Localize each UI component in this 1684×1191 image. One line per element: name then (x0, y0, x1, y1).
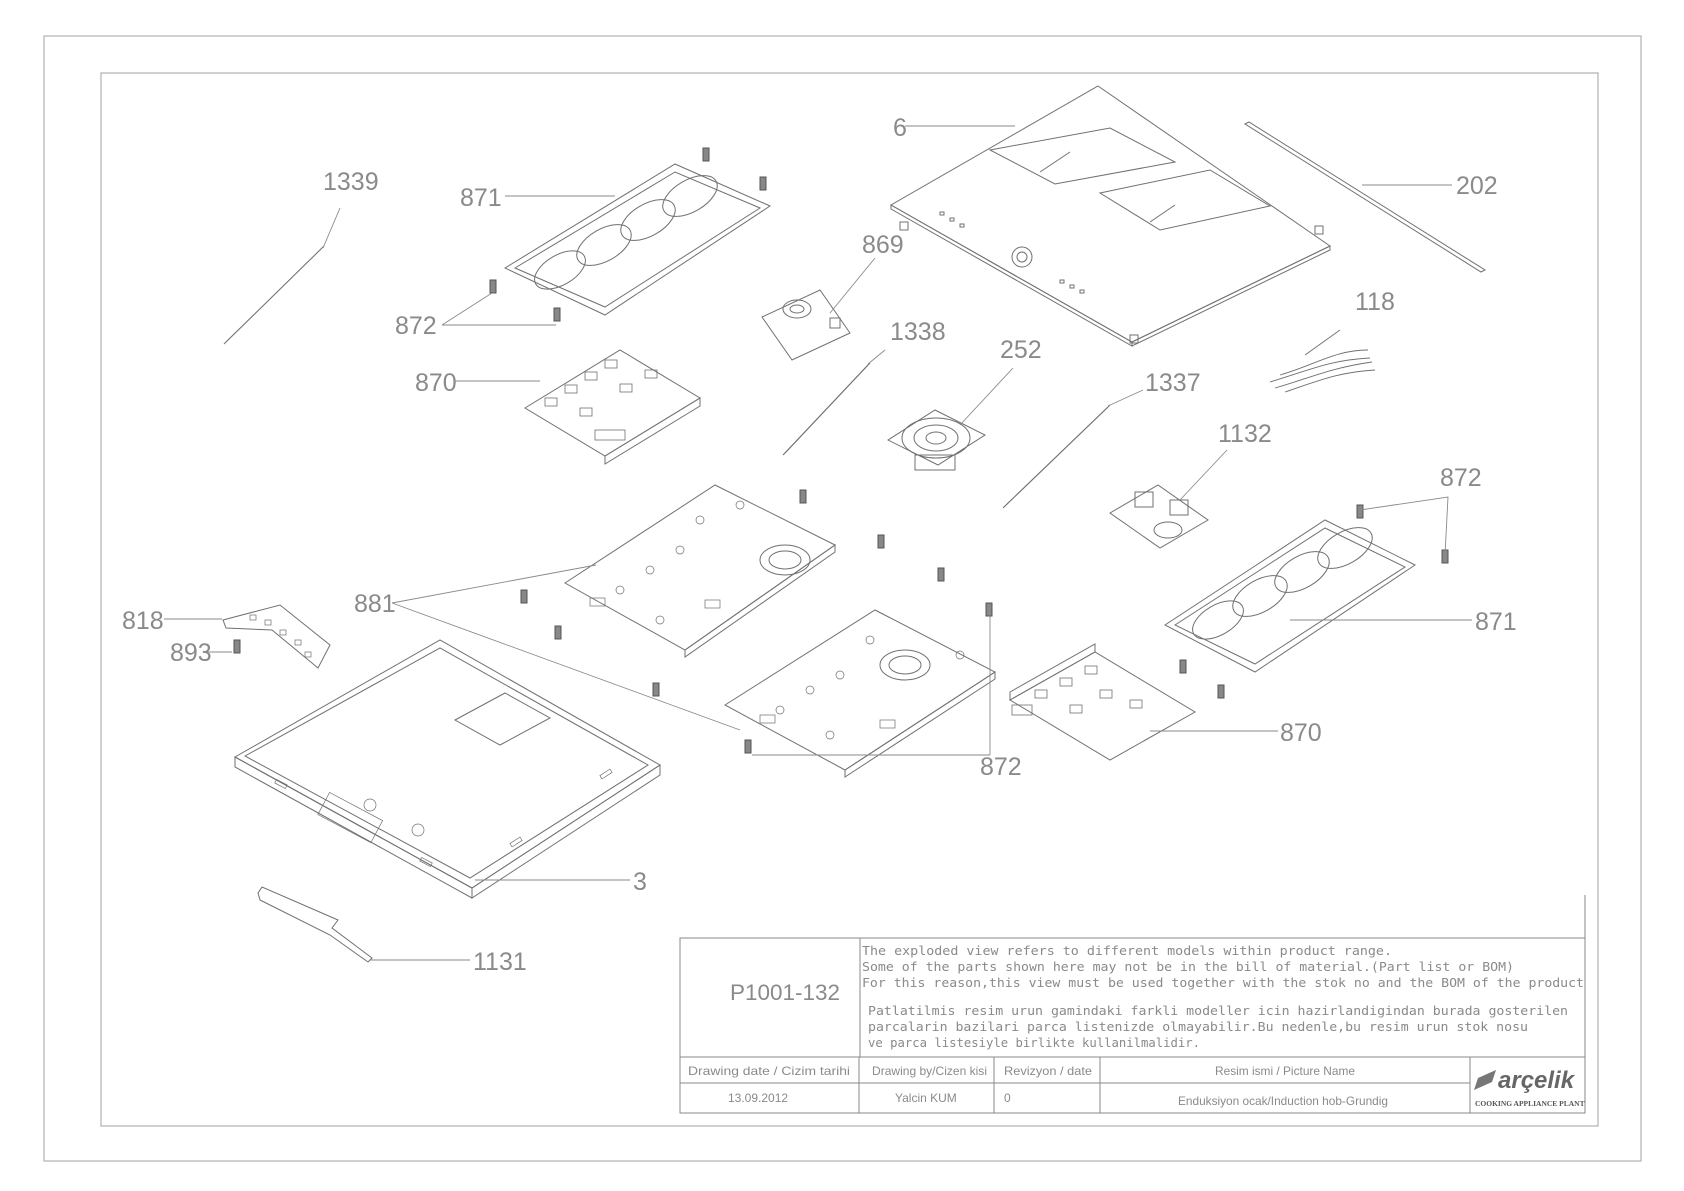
label-869: 869 (862, 231, 904, 259)
label-1339: 1339 (323, 168, 379, 196)
label-881: 881 (354, 590, 396, 618)
label-871-right: 871 (1475, 608, 1517, 636)
note-tr-3: ve parca listesiyle birlikte kullanilmal… (868, 1035, 1200, 1050)
label-1131: 1131 (473, 948, 527, 976)
label-872-left: 872 (395, 312, 437, 340)
title-block (679, 895, 1586, 1114)
label-870-top: 870 (415, 369, 457, 397)
label-3: 3 (633, 868, 647, 896)
label-871-top: 871 (460, 184, 502, 212)
label-1132: 1132 (1218, 420, 1272, 448)
part-881-chassis-lower (724, 609, 996, 778)
plant-name: COOKING APPLIANCE PLANT (1475, 1099, 1585, 1108)
springs-872 (233, 147, 1449, 754)
part-3-bottom-tray (233, 639, 661, 899)
note-en-2: Some of the parts shown here may not be … (862, 959, 1514, 974)
inner-frame (100, 72, 1599, 1127)
part-818-control-board (222, 604, 331, 669)
header-drawing-by: Drawing by/Cizen kisi (872, 1064, 987, 1078)
part-870-board-top (524, 349, 701, 465)
note-en-1: The exploded view refers to different mo… (862, 943, 1392, 958)
label-818: 818 (122, 607, 164, 635)
part-1337-strip (1002, 404, 1111, 509)
label-1338: 1338 (890, 318, 946, 346)
part-118-wires (1269, 329, 1376, 393)
note-en-3: For this reason,this view must be used t… (862, 975, 1584, 990)
part-202-strip (1243, 121, 1487, 273)
drawing-code: P1001-132 (730, 980, 840, 1005)
label-252: 252 (1000, 336, 1042, 364)
value-revision: 0 (1004, 1091, 1011, 1105)
outer-frame (43, 35, 1642, 1162)
note-tr-2: parcalarin bazilari parca listenizde olm… (868, 1019, 1528, 1034)
label-1337: 1337 (1145, 369, 1201, 397)
part-1338-strip (782, 362, 871, 456)
part-869-board (761, 289, 851, 361)
label-870-right: 870 (1280, 719, 1322, 747)
header-drawing-date: Drawing date / Cizim tarihi (688, 1064, 850, 1078)
label-202: 202 (1456, 172, 1498, 200)
label-872-right: 872 (1440, 464, 1482, 492)
header-picture-name: Resim ismi / Picture Name (1215, 1064, 1355, 1078)
part-881-chassis-upper (564, 484, 836, 658)
part-871-plate-right (1164, 519, 1416, 673)
part-6-glass-top (889, 85, 1331, 347)
value-drawing-date: 13.09.2012 (728, 1091, 788, 1105)
value-picture-name: Enduksiyon ocak/Induction hob-Grundig (1178, 1094, 1388, 1108)
arcelik-logo-icon (1474, 1070, 1496, 1090)
part-870-board-right (1009, 643, 1196, 761)
part-252-fan (886, 409, 987, 471)
note-tr-1: Patlatilmis resim urun gamindaki farkli … (868, 1003, 1568, 1018)
label-893: 893 (170, 639, 212, 667)
part-1132-board (1109, 484, 1209, 549)
header-revision: Revizyon / date (1004, 1064, 1092, 1078)
part-871-plate-top (503, 163, 772, 316)
part-1339-seal (223, 245, 325, 345)
brand-name: arçelik (1498, 1067, 1576, 1094)
part-1131-bracket (257, 886, 373, 963)
label-118: 118 (1355, 288, 1395, 316)
arcelik-logo: arçelik COOKING APPLIANCE PLANT (1474, 1067, 1585, 1108)
value-drawing-by: Yalcin KUM (895, 1091, 957, 1105)
label-6: 6 (893, 114, 907, 142)
label-872-bottom: 872 (980, 753, 1022, 781)
